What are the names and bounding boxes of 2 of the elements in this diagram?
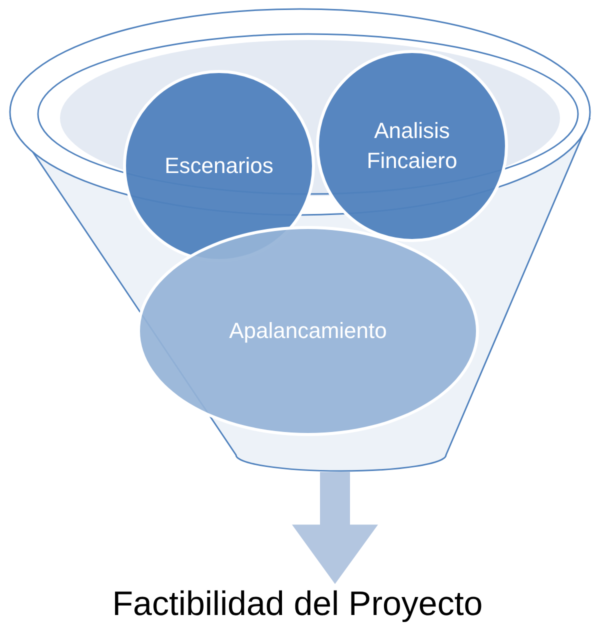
result-text: Factibilidad del Proyecto (60, 585, 535, 633)
down-arrow (292, 472, 378, 584)
